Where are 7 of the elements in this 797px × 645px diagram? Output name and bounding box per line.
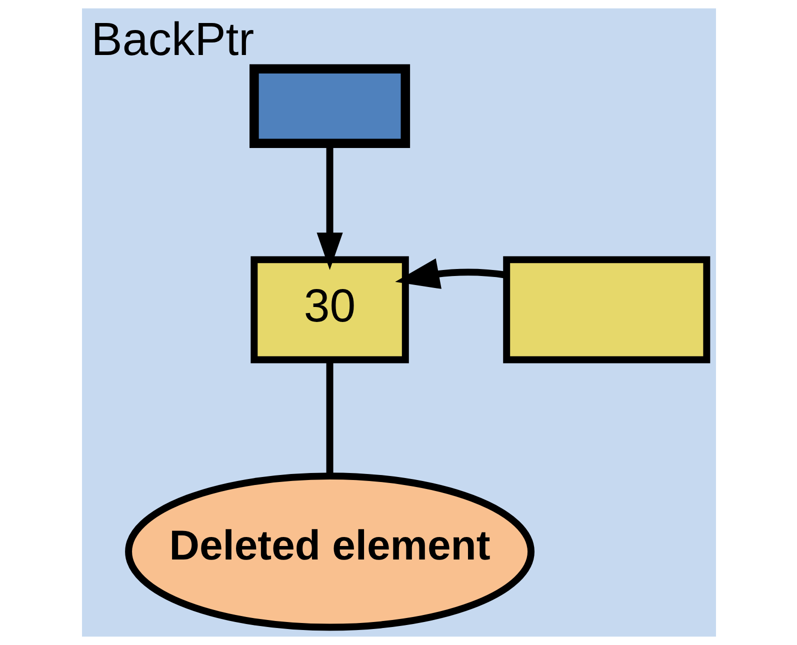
node-label: BackPtr [90,12,254,65]
node-box: 30 [250,256,408,364]
node-ellipse: Deleted element [124,472,534,631]
arrow [394,258,506,289]
node-box [249,64,410,148]
connector [326,360,333,476]
node-box [502,256,710,364]
